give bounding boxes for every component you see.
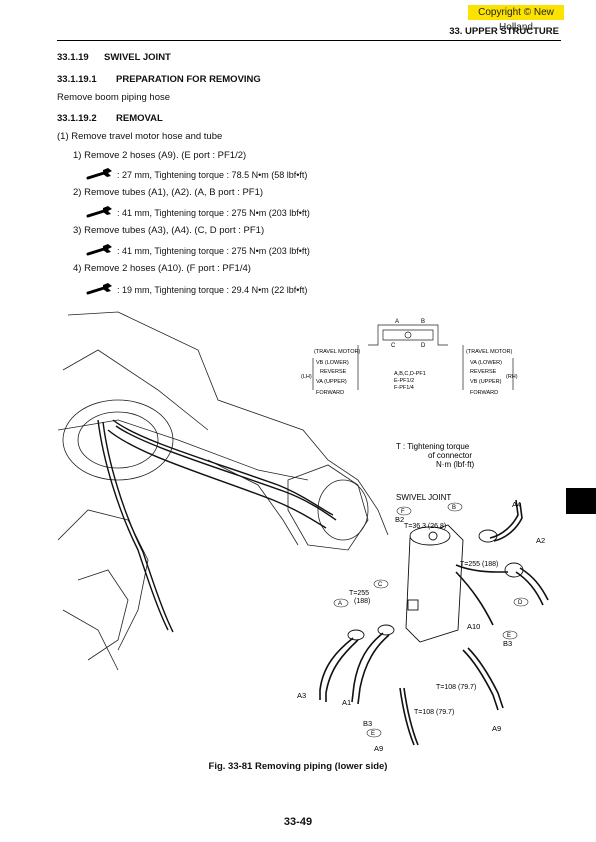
label-b3-right: B3 — [503, 639, 512, 648]
step-1: (1) Remove travel motor hose and tube — [57, 131, 223, 142]
label-a1: A1 — [342, 698, 351, 707]
circle-label-c: C — [378, 582, 383, 588]
wrench-icon — [86, 283, 112, 295]
circle-label-a: A — [338, 601, 342, 607]
schematic-right-motor: (TRAVEL MOTOR) — [466, 349, 513, 355]
schematic-port-b: B — [421, 319, 425, 325]
schematic-right-forward: FORWARD — [470, 390, 498, 396]
schematic-right-vb: VB (UPPER) — [470, 379, 502, 385]
schematic-left-vb: VB (LOWER) — [316, 360, 349, 366]
label-b3-bottom: B3 — [363, 719, 372, 728]
circle-label-e-bottom: E — [371, 731, 375, 737]
schematic-port-d: D — [421, 343, 426, 349]
torque-e-1: T=108 (79.7) — [436, 684, 476, 691]
torque-d: T=255 (188) — [460, 561, 498, 568]
circle-label-f: F — [401, 509, 405, 515]
substep-3: 3) Remove tubes (A3), (A4). (C, D port :… — [73, 225, 265, 236]
schematic-right-reverse: REVERSE — [470, 369, 497, 375]
schematic-center-e: E-PF1/2 — [394, 378, 414, 384]
schematic-port-a: A — [395, 319, 399, 325]
substep-1: 1) Remove 2 hoses (A9). (E port : PF1/2) — [73, 150, 247, 161]
torque-spec-3: : 41 mm, Tightening torque : 275 N•m (20… — [117, 246, 310, 256]
torque-spec-2: : 41 mm, Tightening torque : 275 N•m (20… — [117, 208, 310, 218]
torque-spec-4: : 19 mm, Tightening torque : 29.4 N•m (2… — [117, 285, 308, 295]
torque-b2: T=36.3 (26.8) — [404, 523, 446, 530]
substep-4: 4) Remove 2 hoses (A10). (F port : PF1/4… — [73, 263, 251, 274]
circle-label-e-right: E — [507, 633, 511, 639]
schematic-left-forward: FORWARD — [316, 390, 344, 396]
circle-label-d: D — [518, 600, 523, 606]
label-a3: A3 — [297, 691, 306, 700]
schematic-right-va: VA (LOWER) — [470, 360, 502, 366]
circle-label-b: B — [452, 505, 456, 511]
torque-ca-line2: (188) — [354, 598, 370, 605]
heading-num-2: 33.1.19.1 — [57, 74, 97, 85]
label-a2: A2 — [536, 536, 545, 545]
wrench-icon — [86, 168, 112, 180]
copyright-badge: Copyright © New Holland — [468, 5, 564, 33]
swivel-joint-label: SWIVEL JOINT — [396, 493, 451, 502]
label-a9-right: A9 — [492, 724, 501, 733]
heading-num-1: 33.1.19 — [57, 52, 89, 63]
schematic-right-side: (RH) — [506, 374, 518, 380]
label-a10: A10 — [467, 622, 480, 631]
torque-note-line2: of connector — [428, 451, 472, 460]
schematic-left-side: (LH) — [301, 374, 312, 380]
schematic-port-c: C — [391, 343, 396, 349]
chapter-tab — [566, 488, 596, 514]
section-header: 33. UPPER STRUCTURE — [449, 26, 559, 37]
label-a9-bottom: A9 — [374, 744, 383, 753]
heading-title-2: PREPARATION FOR REMOVING — [116, 74, 261, 85]
substep-2: 2) Remove tubes (A1), (A2). (A, B port :… — [73, 187, 264, 198]
label-a4: A4 — [512, 500, 521, 509]
heading-title-1: SWIVEL JOINT — [104, 52, 171, 63]
heading-num-3: 33.1.19.2 — [57, 113, 97, 124]
prep-text: Remove boom piping hose — [57, 92, 171, 103]
page-number: 33-49 — [283, 816, 313, 828]
wrench-icon — [86, 206, 112, 218]
heading-title-3: REMOVAL — [116, 113, 163, 124]
torque-note-line3: N·m (lbf·ft) — [436, 460, 475, 469]
schematic-center-abcd: A,B,C,D-PF1 — [394, 371, 426, 377]
swivel-joint-figure: A B C D (TRAVEL MOTOR) VB (LOWER) REVERS… — [58, 311, 549, 753]
torque-e-2: T=108 (79.7) — [414, 709, 454, 716]
schematic-left-reverse: REVERSE — [320, 369, 347, 375]
torque-ca-line1: T=255 — [349, 590, 369, 597]
schematic-left-motor: (TRAVEL MOTOR) — [314, 349, 361, 355]
header-rule — [57, 40, 561, 41]
wrench-icon — [86, 244, 112, 256]
figure-caption: Fig. 33-81 Removing piping (lower side) — [208, 761, 388, 772]
torque-note-line1: T : Tightening torque — [396, 442, 470, 451]
schematic-left-va: VA (UPPER) — [316, 379, 347, 385]
label-b2: B2 — [395, 515, 404, 524]
schematic-center-f: F-PF1/4 — [394, 385, 414, 391]
torque-spec-1: : 27 mm, Tightening torque : 78.5 N•m (5… — [117, 170, 308, 180]
